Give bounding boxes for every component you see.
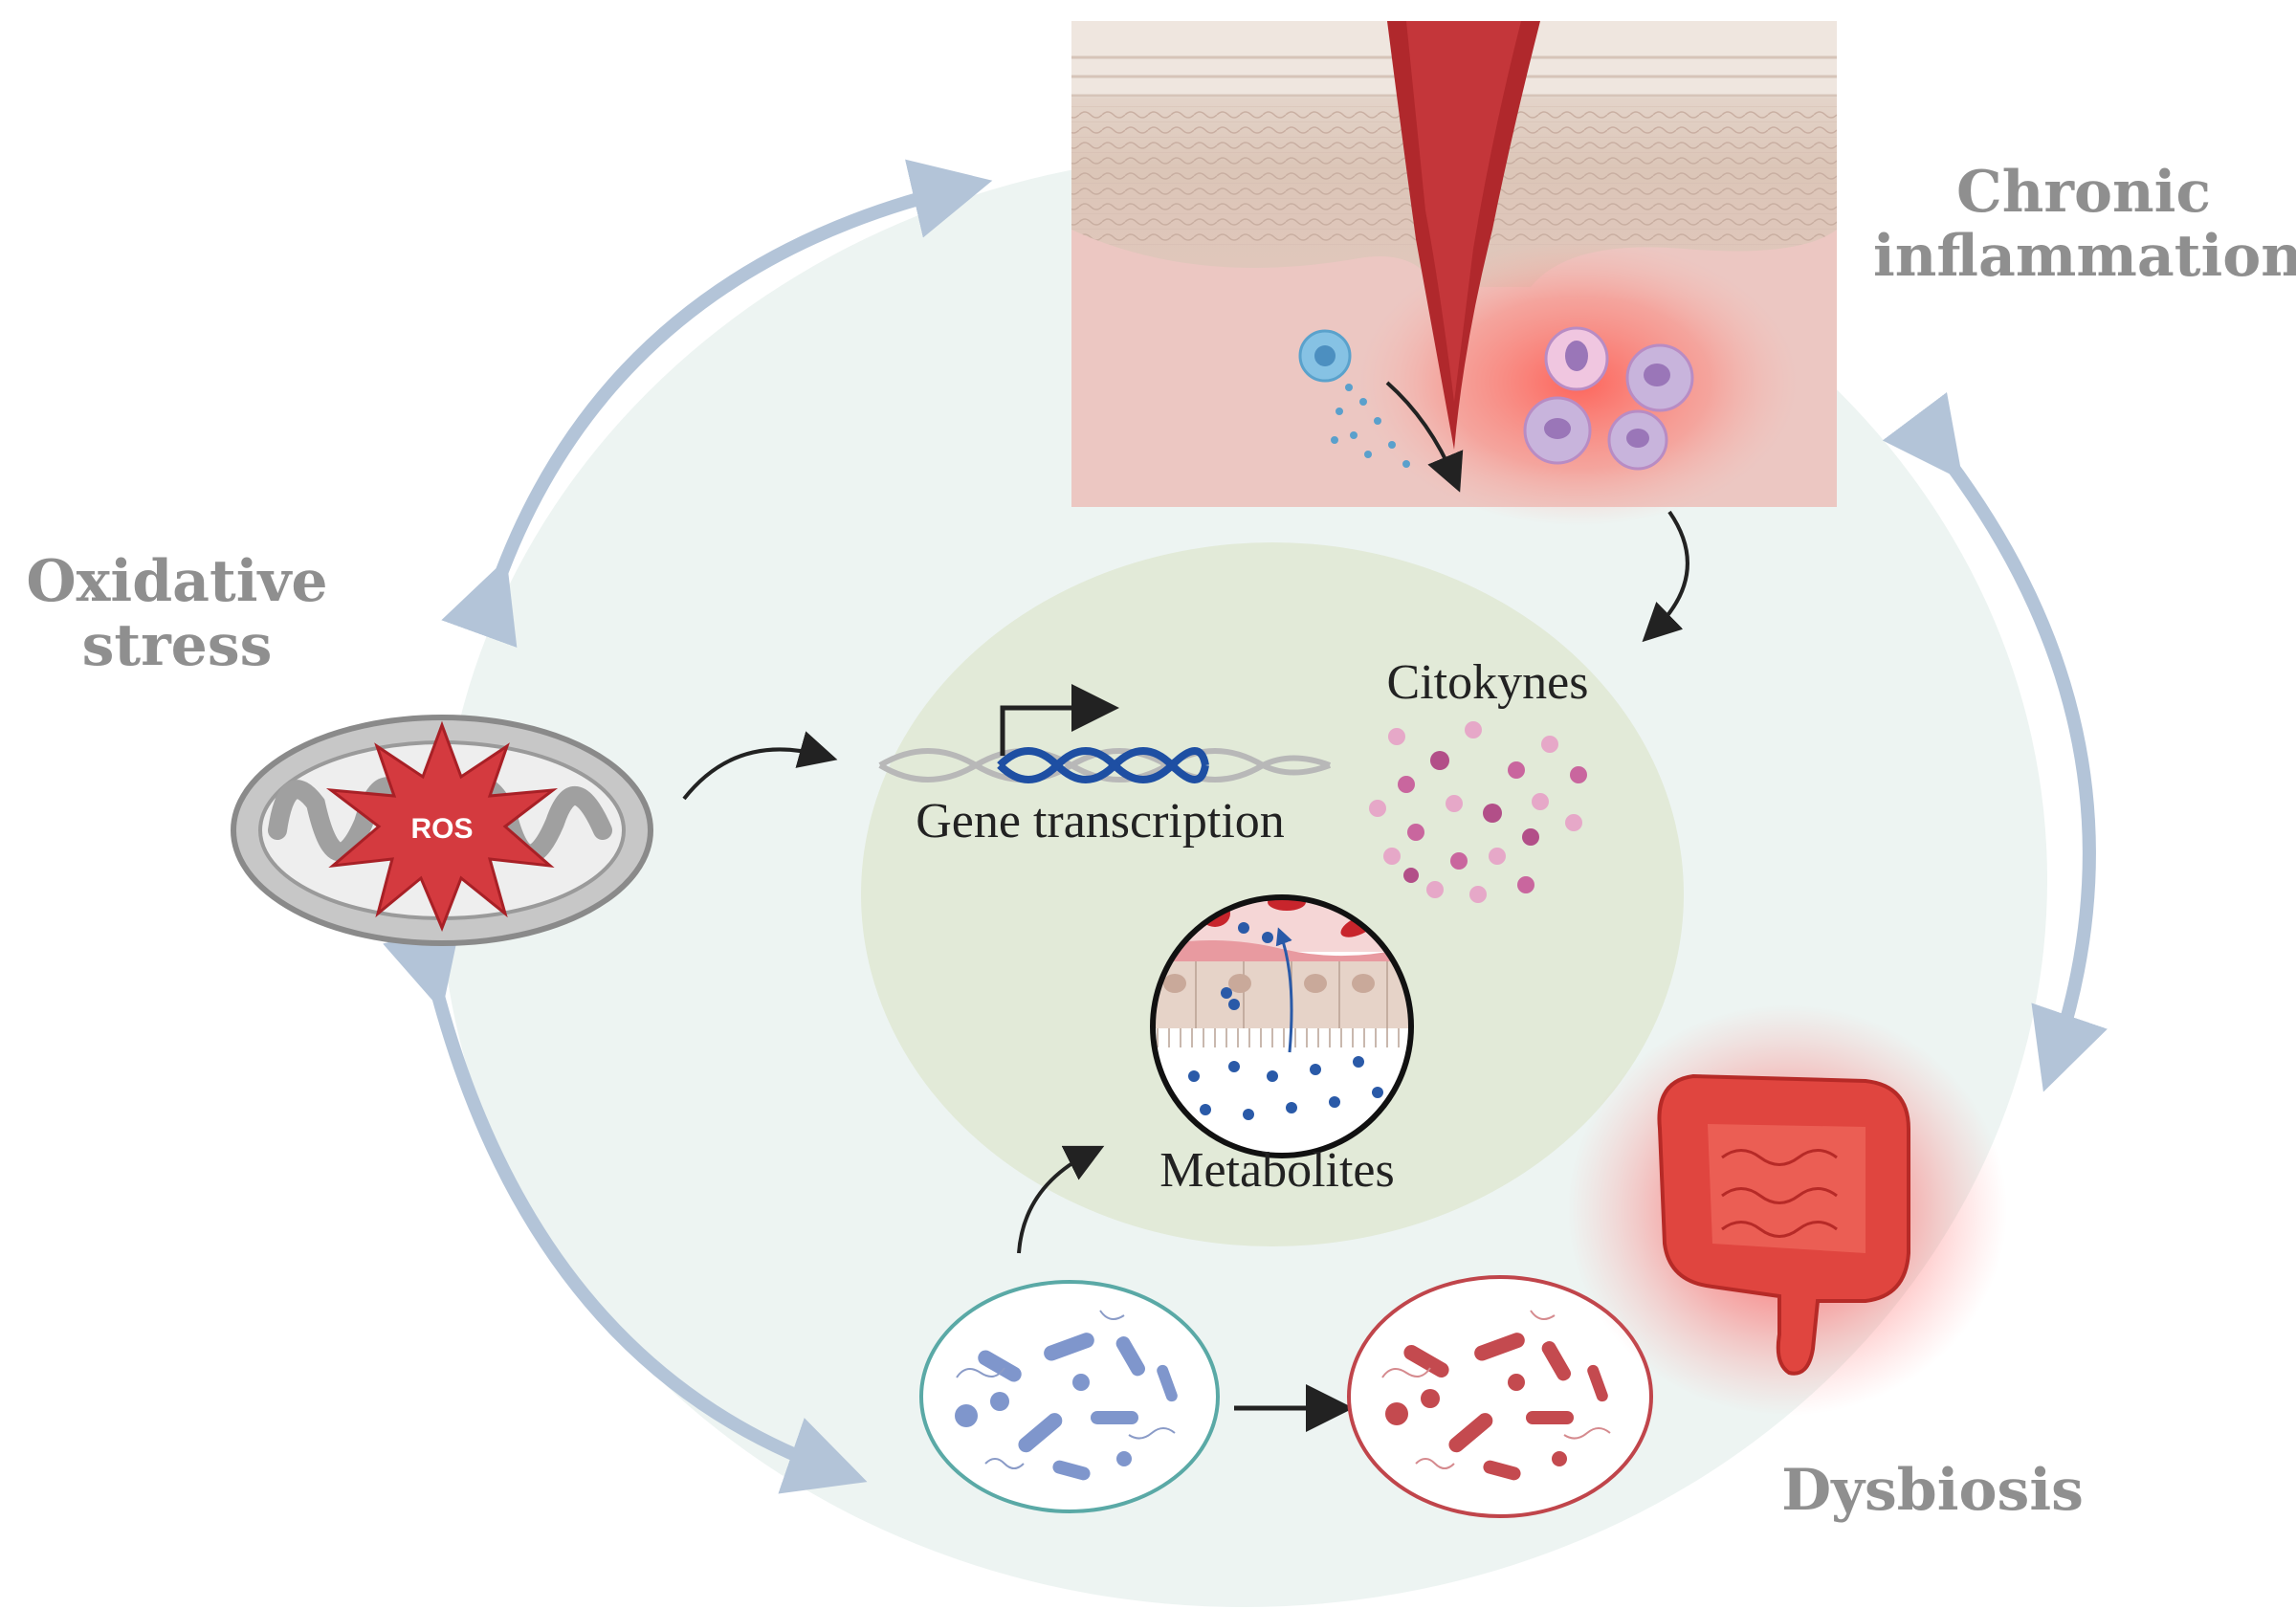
oxidative-stress-label: Oxidative stress xyxy=(26,548,328,680)
cytokines-icon xyxy=(1369,721,1587,903)
microbiome-to-metabolites-arrow xyxy=(1017,1145,1105,1254)
wound-skin-icon xyxy=(1071,21,1837,526)
ros-label: ROS xyxy=(410,813,473,845)
cytokines-label: Citokynes xyxy=(1386,655,1589,710)
dna-helix-icon xyxy=(878,684,1332,783)
dysbiotic-microbiome-icon xyxy=(1347,1275,1653,1518)
metabolites-label: Metabolites xyxy=(1159,1143,1395,1198)
ros-to-gene-arrow xyxy=(682,731,838,801)
colon-icon xyxy=(1567,1004,2007,1416)
microbiome-icon xyxy=(919,1280,1220,1513)
gene-transcription-label: Gene transcription xyxy=(916,794,1285,849)
cycle-arrow-right xyxy=(1882,392,2108,1092)
chronic-inflammation-label: Chronic inflammation xyxy=(1873,159,2296,291)
gut-barrier-icon xyxy=(1150,894,1414,1158)
cycle-arrows xyxy=(383,159,2108,1494)
cycle-arrow-top-left xyxy=(441,159,993,648)
inner-circle xyxy=(861,542,1684,1246)
dysbiosis-label: Dysbiosis xyxy=(1781,1457,2084,1524)
ros-star-shape xyxy=(325,720,559,933)
transcription-start-arrow xyxy=(1000,684,1119,756)
mitochondrion-icon xyxy=(231,715,653,946)
cycle-arrow-bottom-left xyxy=(383,923,868,1494)
wound-to-cytokines-arrow xyxy=(1642,510,1689,643)
